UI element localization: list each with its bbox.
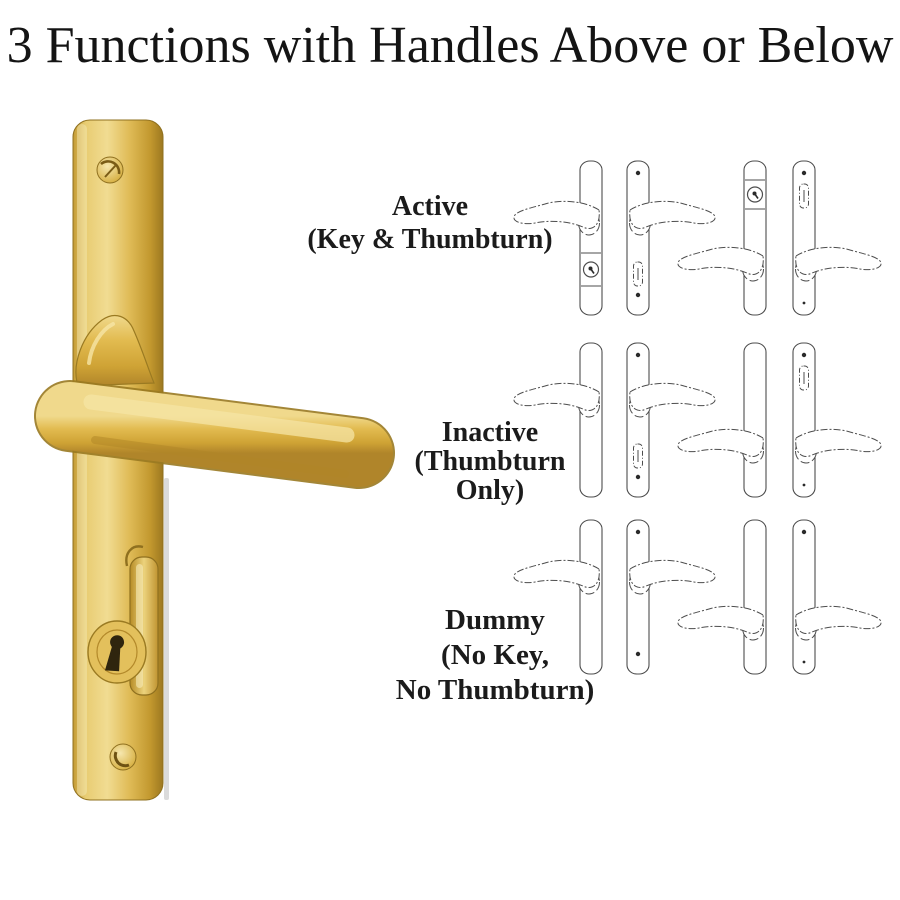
lever <box>34 380 395 489</box>
screw-dot <box>802 483 806 487</box>
screw-dot <box>801 529 807 535</box>
handle-plate <box>743 342 767 498</box>
thumbturn <box>633 261 643 287</box>
diagram-inactive <box>513 342 882 498</box>
function-label-active: Active (Key & Thumbturn) <box>307 191 553 255</box>
handle-plate <box>743 160 767 316</box>
lever-handle <box>629 559 716 595</box>
thumbturn <box>633 443 643 469</box>
screw-dot <box>635 529 641 535</box>
lever-handle <box>513 200 600 236</box>
handle-plate <box>792 519 816 675</box>
lever-handle <box>677 605 764 641</box>
lever-handle <box>677 246 764 282</box>
key-cylinder <box>745 179 765 210</box>
diagram-active <box>513 160 882 316</box>
thumbturn <box>799 183 809 209</box>
handle-plate <box>626 342 650 498</box>
screw-dot <box>802 660 806 664</box>
function-label-dummy: Dummy (No Key, No Thumbturn) <box>395 604 595 706</box>
page-title: 3 Functions with Handles Above or Below <box>6 17 894 74</box>
plate-shadow <box>164 478 169 800</box>
screw-dot <box>635 292 641 298</box>
handle-plate <box>626 519 650 675</box>
key-cylinder <box>87 620 147 684</box>
diagram-dummy <box>513 519 882 675</box>
handle-plate <box>579 160 603 316</box>
function-label-inactive: Inactive (Thumbturn Only) <box>414 417 566 506</box>
screw-dot <box>635 651 641 657</box>
brass-handle-photo <box>34 119 395 801</box>
screw-dot <box>802 301 806 305</box>
handle-plate <box>626 160 650 316</box>
screw-dot <box>635 474 641 480</box>
lever-handle <box>513 559 600 595</box>
lever-handle <box>795 605 882 641</box>
lever-handle <box>795 428 882 464</box>
lever-handle <box>513 382 600 418</box>
screw-dot <box>801 352 807 358</box>
thumbturn <box>799 365 809 391</box>
top-screw <box>96 156 124 184</box>
thumbturn <box>75 314 155 387</box>
lever-handle <box>677 428 764 464</box>
screw-dot <box>635 352 641 358</box>
screw-dot <box>801 170 807 176</box>
handle-plate <box>579 342 603 498</box>
lever-handle <box>795 246 882 282</box>
lever-handle <box>629 382 716 418</box>
bottom-screw <box>109 743 137 771</box>
handle-plate <box>579 519 603 675</box>
screw-dot <box>635 170 641 176</box>
handle-plate <box>743 519 767 675</box>
key-cylinder <box>581 252 601 287</box>
lever-handle <box>629 200 716 236</box>
